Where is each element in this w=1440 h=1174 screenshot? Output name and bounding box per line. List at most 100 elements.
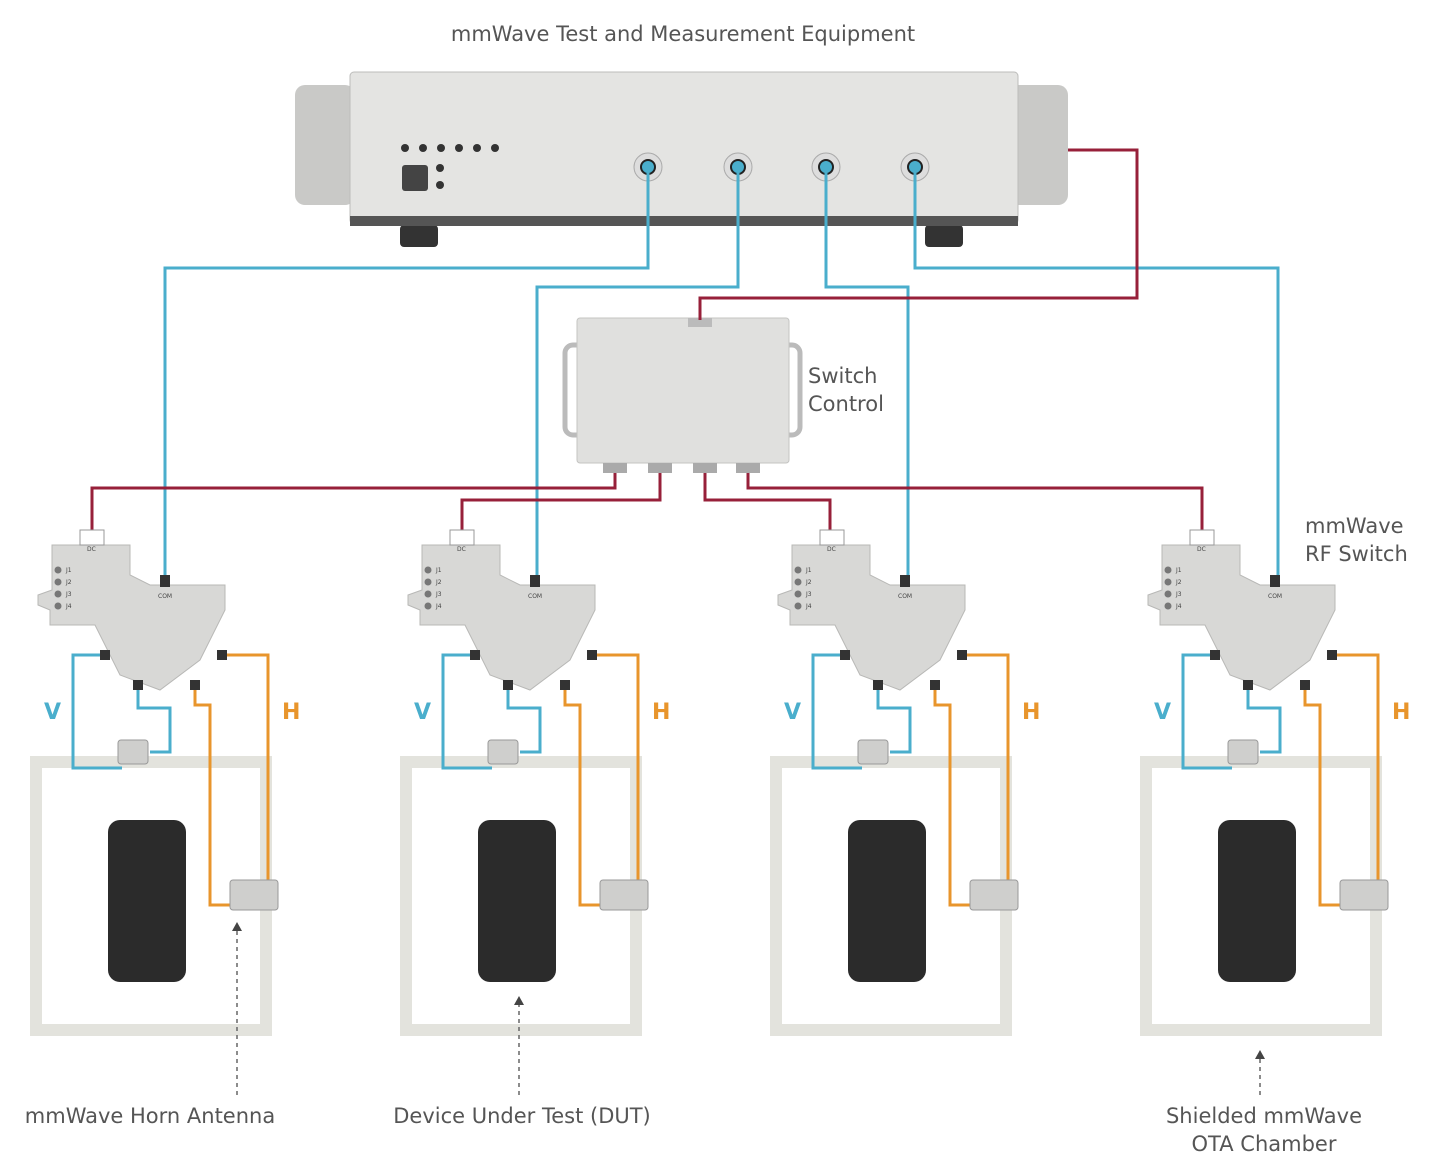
dut-arrow-head — [514, 996, 524, 1005]
port-led — [54, 566, 62, 574]
rf-cable-2 — [535, 170, 740, 575]
port-label: J4 — [65, 603, 72, 610]
port-connector — [587, 650, 597, 660]
dc-connector — [819, 529, 845, 546]
rf-cable-1 — [163, 170, 650, 575]
com-label: COM — [898, 593, 912, 600]
port-connector — [840, 650, 850, 660]
switch-control-box — [562, 317, 803, 473]
vertical-polarization-label: V — [784, 700, 802, 725]
control-cable-4 — [746, 473, 1204, 532]
status-led — [437, 144, 445, 152]
port-led — [424, 566, 432, 574]
v-cable-a — [71, 653, 122, 770]
horn-antenna-h — [599, 879, 649, 911]
control-cable-main — [698, 148, 1139, 320]
horizontal-polarization-label: H — [1392, 700, 1411, 725]
horn-antenna-arrow-head — [232, 922, 242, 931]
horn-antenna-callout: mmWave Horn Antenna — [24, 1104, 276, 1128]
port-label: J4 — [1175, 603, 1182, 610]
port-label: J1 — [65, 567, 72, 574]
dut-callout: Device Under Test (DUT) — [393, 1104, 651, 1128]
h-cable-b — [1303, 685, 1350, 907]
test-equipment — [295, 71, 1068, 247]
com-connector — [900, 575, 910, 587]
com-connector — [160, 575, 170, 587]
port-label: J1 — [1175, 567, 1182, 574]
switch-control-label-line2: Control — [808, 392, 884, 416]
horizontal-polarization-label: H — [282, 700, 301, 725]
port-label: J2 — [65, 579, 72, 586]
rf-cable-3 — [824, 170, 910, 575]
dc-connector — [449, 529, 475, 546]
port-label: J1 — [805, 567, 812, 574]
switch-control-body — [576, 317, 790, 464]
port-connector — [217, 650, 227, 660]
chamber-callout-line1: Shielded mmWave — [1165, 1104, 1363, 1128]
control-cable-1 — [90, 473, 617, 532]
com-label: COM — [1268, 593, 1282, 600]
port-connector — [1210, 650, 1220, 660]
com-label: COM — [528, 593, 542, 600]
rf-switch-label-line2: RF Switch — [1305, 542, 1408, 566]
port-label: J3 — [1175, 591, 1182, 598]
port-led — [54, 578, 62, 586]
status-led — [473, 144, 481, 152]
control-output-connector — [648, 463, 672, 473]
port-connector — [1300, 680, 1310, 690]
port-connector — [190, 680, 200, 690]
h-cable-a — [1332, 653, 1380, 885]
chamber-arrow-head — [1255, 1050, 1265, 1059]
com-label: COM — [158, 593, 172, 600]
port-connector — [503, 680, 513, 690]
port-led — [424, 578, 432, 586]
h-cable-b — [563, 685, 610, 907]
rf-switch-label: mmWave RF Switch — [1305, 512, 1408, 568]
status-led — [419, 144, 427, 152]
chamber-callout: Shielded mmWave OTA Chamber — [1166, 1102, 1362, 1158]
v-cable-a — [1181, 653, 1232, 770]
power-button — [402, 165, 428, 191]
port-led — [1164, 566, 1172, 574]
port-connector — [930, 680, 940, 690]
port-label: J3 — [435, 591, 442, 598]
equipment-body — [349, 71, 1019, 225]
com-connector — [1270, 575, 1280, 587]
horizontal-polarization-label: H — [1022, 700, 1041, 725]
horn-antenna-v — [117, 739, 149, 765]
v-cable-b — [1246, 685, 1282, 754]
v-cable-b — [136, 685, 172, 754]
port-connector — [1327, 650, 1337, 660]
port-connector — [873, 680, 883, 690]
dc-label: DC — [827, 546, 836, 553]
v-cable-b — [876, 685, 912, 754]
rf-cable-4 — [913, 170, 1280, 575]
h-cable-b — [933, 685, 980, 907]
control-cable-3 — [703, 473, 832, 532]
status-led — [491, 144, 499, 152]
foot — [925, 225, 963, 247]
h-cable-a — [962, 653, 1010, 885]
port-led — [54, 602, 62, 610]
status-led — [455, 144, 463, 152]
vertical-polarization-label: V — [1154, 700, 1172, 725]
port-label: J4 — [435, 603, 442, 610]
status-led — [436, 164, 444, 172]
port-connector — [470, 650, 480, 660]
right-handle — [1008, 85, 1068, 205]
dc-connector — [79, 529, 105, 546]
horn-antenna-h — [229, 879, 279, 911]
h-cable-b — [193, 685, 240, 907]
foot — [400, 225, 438, 247]
session-led — [436, 181, 444, 189]
device-under-test — [478, 820, 556, 982]
port-led — [794, 602, 802, 610]
vertical-polarization-label: V — [44, 700, 62, 725]
control-cable-2 — [460, 473, 662, 532]
v-cable-a — [811, 653, 862, 770]
port-connector — [100, 650, 110, 660]
port-connector — [133, 680, 143, 690]
